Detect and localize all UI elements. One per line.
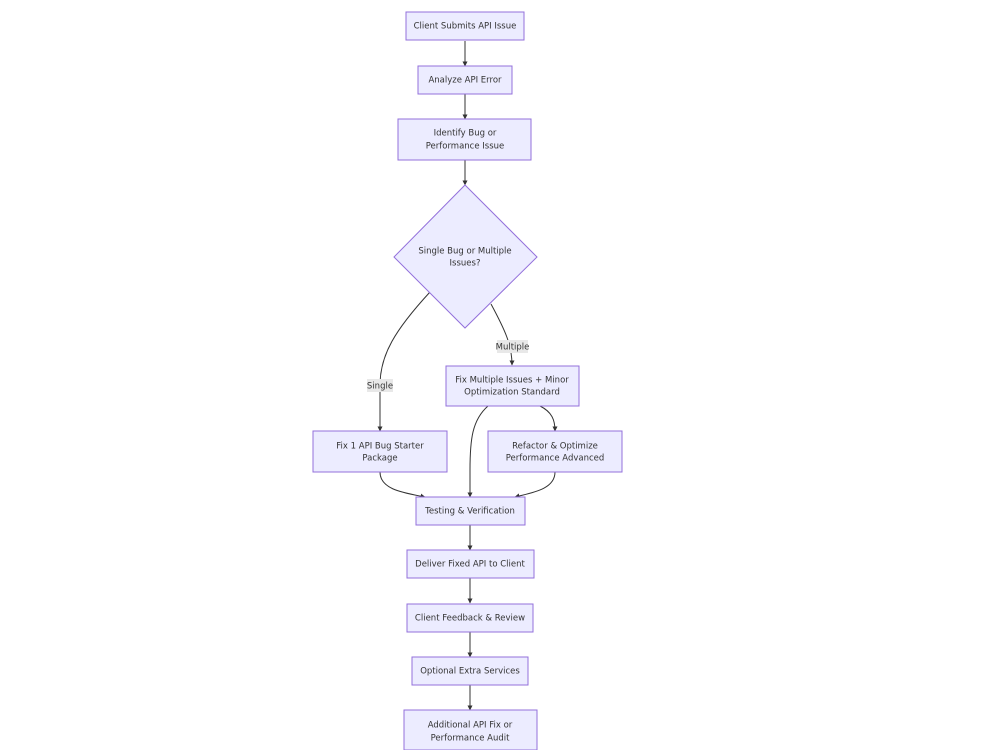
svg-text:Issues?: Issues?: [450, 259, 481, 269]
edge-single-testing: [379, 471, 426, 499]
edge-refactor-testing: [514, 471, 556, 499]
edge-label-single: Single: [367, 379, 393, 392]
edge-multiple-refactor: [539, 405, 558, 432]
node-decision[interactable]: Single Bug or Multiple Issues?: [393, 184, 538, 329]
svg-text:Deliver Fixed API to Client: Deliver Fixed API to Client: [415, 560, 525, 570]
svg-text:Identify Bug or: Identify Bug or: [434, 129, 497, 139]
svg-text:Fix 1 API Bug Starter: Fix 1 API Bug Starter: [336, 442, 424, 452]
svg-text:Client Submits API Issue: Client Submits API Issue: [414, 22, 517, 32]
edge-decision-single: [377, 291, 431, 432]
svg-text:Optional Extra Services: Optional Extra Services: [420, 667, 520, 677]
svg-text:Refactor & Optimize: Refactor & Optimize: [512, 442, 598, 452]
svg-text:Fix Multiple Issues + Minor: Fix Multiple Issues + Minor: [455, 376, 569, 386]
node-additional[interactable]: Additional API Fix or Performance Audit: [403, 709, 538, 750]
edge-decision-multiple: [490, 303, 515, 366]
node-refactor[interactable]: Refactor & Optimize Performance Advanced: [487, 430, 623, 473]
svg-text:Multiple: Multiple: [496, 343, 530, 353]
svg-text:Additional API Fix or: Additional API Fix or: [428, 721, 513, 731]
node-analyze-error[interactable]: Analyze API Error: [417, 65, 513, 95]
svg-text:Performance Advanced: Performance Advanced: [506, 454, 605, 464]
node-fix-single[interactable]: Fix 1 API Bug Starter Package: [312, 430, 448, 473]
node-identify-bug[interactable]: Identify Bug or Performance Issue: [397, 118, 532, 161]
edge-label-multiple: Multiple: [496, 340, 530, 353]
svg-text:Client Feedback & Review: Client Feedback & Review: [415, 614, 525, 624]
svg-text:Performance Audit: Performance Audit: [431, 734, 511, 744]
node-deliver[interactable]: Deliver Fixed API to Client: [406, 549, 535, 579]
svg-text:Optimization Standard: Optimization Standard: [464, 388, 560, 398]
svg-text:Testing & Verification: Testing & Verification: [424, 507, 515, 517]
svg-text:Analyze API Error: Analyze API Error: [428, 76, 502, 86]
svg-text:Performance Issue: Performance Issue: [426, 142, 505, 152]
svg-text:Single Bug or Multiple: Single Bug or Multiple: [418, 247, 511, 257]
svg-text:Package: Package: [362, 454, 397, 464]
node-fix-multiple[interactable]: Fix Multiple Issues + Minor Optimization…: [445, 365, 580, 407]
node-client-submits[interactable]: Client Submits API Issue: [405, 11, 525, 41]
edge-multiple-testing: [467, 405, 489, 498]
node-feedback[interactable]: Client Feedback & Review: [406, 603, 534, 633]
node-optional[interactable]: Optional Extra Services: [411, 656, 529, 686]
svg-text:Single: Single: [367, 382, 393, 392]
node-testing[interactable]: Testing & Verification: [415, 496, 526, 526]
